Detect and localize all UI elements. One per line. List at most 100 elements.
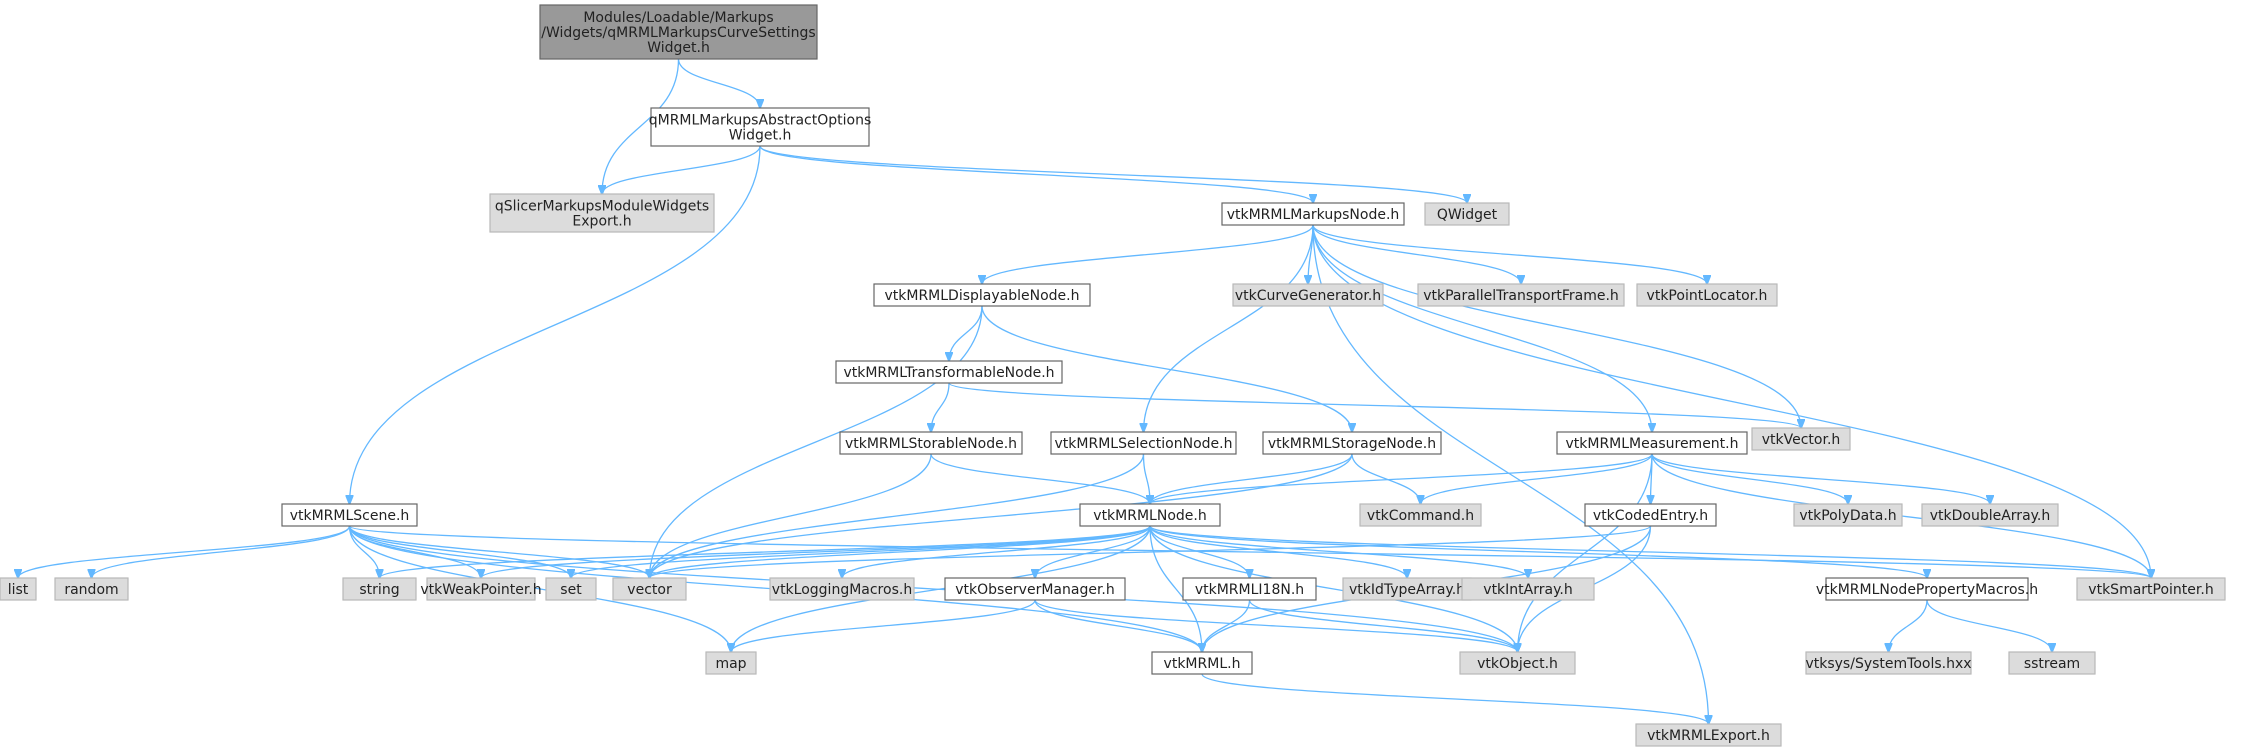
edge-scene-to-vector (348, 525, 650, 578)
node-label-idtype-0: vtkIdTypeArray.h (1349, 582, 1465, 598)
edge-scene-to-smartpointer (348, 525, 2152, 578)
node-label-abstract-1: Widget.h (729, 128, 792, 144)
edge-mrmlnode-to-i18n (1149, 525, 1250, 578)
node-set: set (545, 577, 597, 601)
node-box-systools (1805, 651, 1972, 675)
node-label-polydata-0: vtkPolyData.h (1799, 508, 1896, 524)
node-box-list (0, 577, 37, 601)
node-selection[interactable]: vtkMRMLSelectionNode.h (1050, 431, 1237, 455)
node-box-export (489, 193, 715, 233)
node-box-codedentry (1584, 503, 1717, 527)
edge-markupsnode-to-pointlocator (1312, 224, 1707, 284)
node-vtkmrml[interactable]: vtkMRML.h (1151, 651, 1253, 675)
node-label-storage-0: vtkMRMLStorageNode.h (1268, 436, 1436, 452)
node-label-codedentry-0: vtkCodedEntry.h (1593, 508, 1708, 524)
node-codedentry[interactable]: vtkCodedEntry.h (1584, 503, 1717, 527)
node-map: map (705, 651, 757, 675)
edge-mrmlnode-to-smartpointer (1149, 525, 2151, 578)
edge-mrmlnode-to-idtype (1149, 525, 1407, 578)
node-label-root-0: Modules/Loadable/Markups (583, 10, 773, 26)
node-label-transformable-0: vtkMRMLTransformableNode.h (843, 365, 1054, 381)
node-box-curvegen (1232, 283, 1384, 307)
node-label-command-0: vtkCommand.h (1367, 508, 1474, 524)
node-box-storage (1262, 431, 1442, 455)
edge-selection-to-mrmlnode (1142, 453, 1151, 504)
node-box-intarray (1461, 577, 1595, 601)
edge-codedentry-to-vector (650, 525, 1652, 578)
node-qwidget: QWidget (1424, 202, 1510, 226)
node-label-selection-0: vtkMRMLSelectionNode.h (1055, 436, 1233, 452)
node-box-abstract (650, 107, 870, 147)
edge-mrmlnode-to-vtkobject (1149, 525, 1518, 652)
node-markupsnode[interactable]: vtkMRMLMarkupsNode.h (1221, 202, 1405, 226)
edge-measurement-to-polydata (1651, 453, 1848, 504)
node-measurement[interactable]: vtkMRMLMeasurement.h (1556, 431, 1748, 455)
node-command: vtkCommand.h (1359, 503, 1482, 527)
node-label-export-0: qSlicerMarkupsModuleWidgets (495, 199, 709, 215)
edge-measurement-to-command (1421, 453, 1653, 504)
node-label-random-0: random (64, 582, 118, 598)
edge-root-to-export (602, 58, 680, 194)
node-label-ptf-0: vtkParallelTransportFrame.h (1423, 288, 1619, 304)
edge-abstract-to-qwidget (759, 145, 1467, 203)
edge-observer-to-vtkmrml (1034, 599, 1202, 652)
node-box-qwidget (1424, 202, 1510, 226)
node-label-displayable-0: vtkMRMLDisplayableNode.h (884, 288, 1079, 304)
node-vtkvector: vtkVector.h (1751, 427, 1851, 451)
node-idtype: vtkIdTypeArray.h (1342, 577, 1472, 601)
node-box-vector (612, 577, 687, 601)
node-box-transformable (835, 360, 1063, 384)
edge-root-to-abstract (677, 58, 761, 108)
node-label-vector-0: vector (627, 582, 672, 598)
edge-measurement-to-doublearray (1651, 453, 1990, 504)
edge-mrmlnode-to-weakpointer (481, 525, 1151, 578)
node-box-root (539, 4, 818, 60)
node-mrmlnode[interactable]: vtkMRMLNode.h (1079, 503, 1221, 527)
node-propmacros[interactable]: vtkMRMLNodePropertyMacros.h (1816, 577, 2038, 601)
edge-scene-to-vtkobject (348, 525, 1518, 652)
edge-transformable-to-vtkvector (948, 382, 1801, 428)
node-displayable[interactable]: vtkMRMLDisplayableNode.h (873, 283, 1091, 307)
nodes-layer: Modules/Loadable/Markups/Widgets/qMRMLMa… (0, 4, 2226, 747)
edge-scene-to-list (18, 525, 351, 578)
edge-observer-to-map (731, 599, 1036, 652)
node-box-map (705, 651, 757, 675)
node-box-i18n (1182, 577, 1317, 601)
node-label-qwidget-0: QWidget (1437, 207, 1498, 223)
node-scene[interactable]: vtkMRMLScene.h (281, 503, 418, 527)
node-list: list (0, 577, 37, 601)
node-i18n[interactable]: vtkMRMLI18N.h (1182, 577, 1317, 601)
edge-markupsnode-to-ptf (1312, 224, 1521, 284)
edge-mrmlnode-to-logging (842, 525, 1151, 578)
node-label-intarray-0: vtkIntArray.h (1483, 582, 1572, 598)
node-label-markupsnode-0: vtkMRMLMarkupsNode.h (1227, 207, 1400, 223)
node-label-map-0: map (715, 656, 746, 672)
node-box-observer (944, 577, 1126, 601)
node-box-scene (281, 503, 418, 527)
node-storage[interactable]: vtkMRMLStorageNode.h (1262, 431, 1442, 455)
node-storable[interactable]: vtkMRMLStorableNode.h (839, 431, 1023, 455)
node-label-mrmlnode-0: vtkMRMLNode.h (1093, 508, 1206, 524)
node-box-ptf (1417, 283, 1625, 307)
node-string: string (342, 577, 417, 601)
node-vtkobject: vtkObject.h (1459, 651, 1576, 675)
node-transformable[interactable]: vtkMRMLTransformableNode.h (835, 360, 1063, 384)
node-box-sstream (2008, 651, 2096, 675)
edge-markupsnode-to-mrmlexport (1312, 224, 1709, 724)
node-label-logging-0: vtkLoggingMacros.h (772, 582, 912, 598)
edge-mrmlnode-to-string (380, 525, 1151, 578)
edge-observer-to-vtkobject (1034, 599, 1518, 652)
node-box-doublearray (1921, 503, 2059, 527)
node-doublearray: vtkDoubleArray.h (1921, 503, 2059, 527)
node-label-sstream-0: sstream (2024, 656, 2080, 672)
node-observer[interactable]: vtkObserverManager.h (944, 577, 1126, 601)
node-sstream: sstream (2008, 651, 2096, 675)
edge-markupsnode-to-displayable (982, 224, 1314, 284)
node-box-pointlocator (1636, 283, 1778, 307)
edge-displayable-to-storage (981, 305, 1352, 432)
node-box-smartpointer (2076, 577, 2226, 601)
node-root[interactable]: Modules/Loadable/Markups/Widgets/qMRMLMa… (539, 4, 818, 60)
